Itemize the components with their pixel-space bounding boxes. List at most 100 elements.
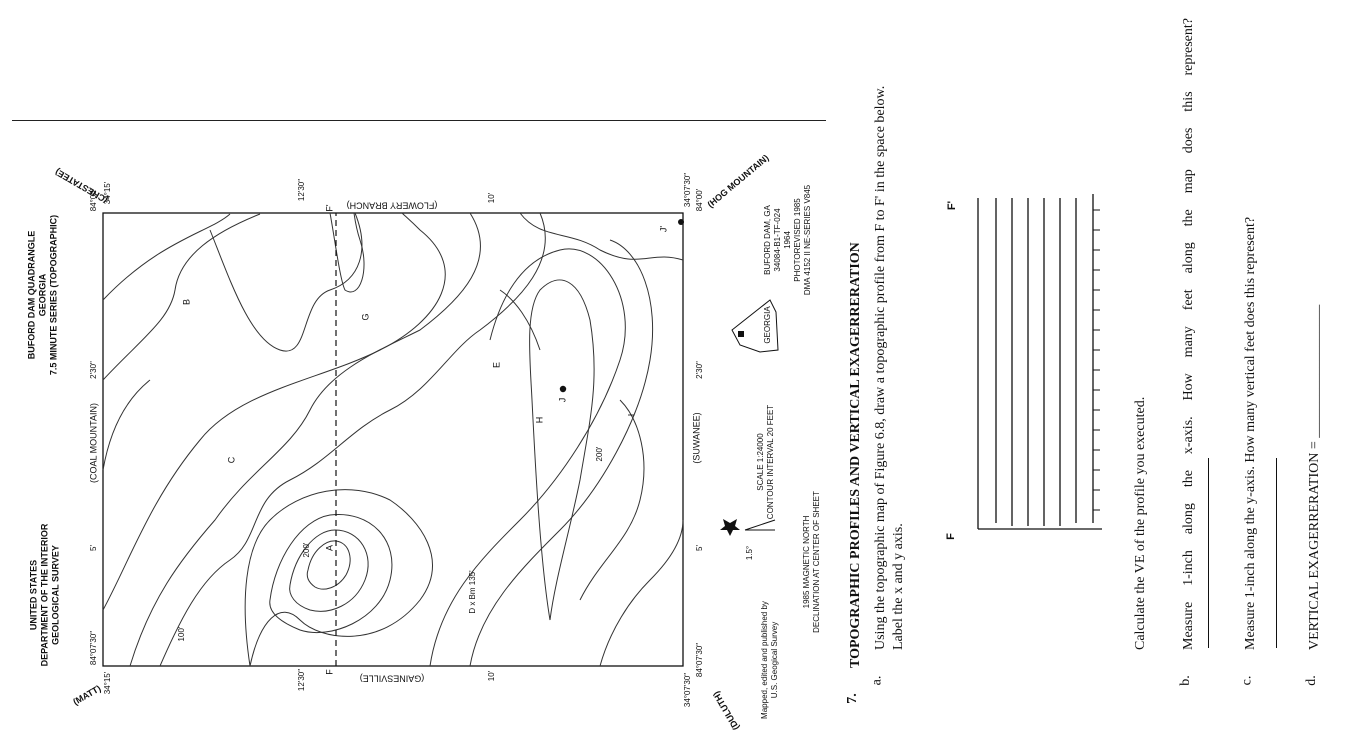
- top-rule: [12, 120, 826, 121]
- sheet-info-line5: DMA 4152 II NE-SERIES V845: [803, 184, 812, 296]
- sheet-info: BUFORD DAM, GA 34084-B1-TF-024 1964 PHOT…: [763, 185, 813, 295]
- scale-line1: SCALE 1:24000: [756, 433, 765, 491]
- contour-line: [102, 212, 446, 611]
- sheet-info-line3: 1964: [783, 231, 792, 249]
- profile-start-label: F: [944, 533, 957, 540]
- contour-line: [499, 289, 541, 351]
- profile-grid[interactable]: [960, 180, 1110, 550]
- sheet-info-line4: PHOTOREVISED 1985: [793, 198, 802, 282]
- coord-right-10: 10': [487, 192, 496, 204]
- contour-line: [469, 239, 654, 667]
- declination-angle: 1.5°: [745, 545, 754, 561]
- coord-top-5: 5': [89, 545, 98, 551]
- contour-line: [159, 212, 546, 667]
- neighbor-left: (GAINESVILLE): [359, 673, 425, 684]
- coord-tl-lon: 84°07'30": [89, 630, 98, 666]
- contour-line: [289, 529, 369, 612]
- agency-line3: GEOLOGICAL SURVEY: [50, 545, 61, 645]
- point-b-label: B: [181, 298, 192, 306]
- answer-b-line[interactable]: [1208, 458, 1209, 648]
- point-j-label: J: [557, 397, 568, 403]
- coord-br-lon: 84°00': [695, 188, 704, 212]
- contour-line: [599, 519, 684, 667]
- map-credit: Mapped, edited and published by U.S. Geo…: [760, 601, 780, 719]
- contour-line: [429, 248, 626, 667]
- declination-line1: 1985 MAGNETIC NORTH: [802, 515, 811, 609]
- contour-line: [519, 212, 684, 261]
- coord-tl-lat: 34°15': [103, 671, 112, 695]
- point-i-label: I: [626, 413, 637, 417]
- map-agency: UNITED STATES DEPARTMENT OF THE INTERIOR…: [29, 524, 62, 667]
- contour-line: [129, 212, 481, 667]
- neighbor-right: (FLOWERY BRANCH): [346, 200, 438, 211]
- point-h-label: H: [534, 416, 545, 424]
- profile-end-label: F': [946, 200, 959, 211]
- map-header: BUFORD DAM QUADRANGLE GEORGIA 7.5 MINUTE…: [27, 215, 60, 375]
- coord-bl-lat: 34°07'30": [683, 672, 692, 708]
- point-a-label: A: [324, 544, 335, 552]
- sheet-info-line2: 34084-B1-TF-024: [773, 208, 782, 272]
- question-a-label: a.: [869, 675, 885, 686]
- question-d-label: d.: [1303, 675, 1319, 686]
- coord-left-10: 10': [487, 670, 496, 682]
- contour-label-200-b: 200': [595, 446, 604, 462]
- point-jp-label: J': [658, 225, 669, 233]
- contour-line: [102, 213, 261, 381]
- declination-line2: DECLINATION AT CENTER OF SHEET: [812, 491, 821, 633]
- coord-tr-lon: 84°00': [89, 188, 98, 212]
- map-header-line1: BUFORD DAM QUADRANGLE: [26, 230, 37, 360]
- question-a-text-line2: Label the x and y axis.: [891, 523, 906, 650]
- contour-line: [209, 212, 363, 352]
- worksheet: 7. TOPOGRAPHIC PROFILES AND VERTICAL EXA…: [830, 0, 1356, 752]
- coord-bottom-5: 5': [695, 545, 704, 551]
- question-calc-text: Calculate the VE of the profile you exec…: [1133, 396, 1148, 650]
- map-border: [102, 212, 684, 667]
- question-b-text: Measure 1-inch along the x-axis. How man…: [1181, 18, 1196, 650]
- map-drawing: [102, 212, 779, 667]
- coord-left-1230: 12'30": [297, 668, 306, 692]
- neighbor-top: (COAL MOUNTAIN): [88, 403, 99, 483]
- map-header-line2: GEORGIA: [37, 273, 48, 317]
- contour-line: [529, 279, 595, 621]
- credit-line2: U.S. Geogical Survey: [770, 621, 779, 699]
- contour-label-200-a: 200': [302, 542, 311, 558]
- contour-line: [579, 399, 645, 601]
- map-header-line3: 7.5 MINUTE SERIES (TOPOGRAPHIC): [48, 214, 59, 376]
- worksheet-title: TOPOGRAPHIC PROFILES AND VERTICAL EXAGER…: [848, 242, 863, 668]
- topographic-map: BUFORD DAM QUADRANGLE GEORGIA 7.5 MINUTE…: [27, 153, 822, 732]
- georgia-state-outline: [731, 299, 779, 353]
- scale-line2: CONTOUR INTERVAL 20 FEET: [766, 404, 775, 520]
- agency-line2: DEPARTMENT OF THE INTERIOR: [39, 523, 50, 667]
- coord-bl-lon: 84°07'30": [695, 642, 704, 678]
- coord-top-230: 2'30": [89, 361, 98, 379]
- sheet-info-line1: BUFORD DAM, GA: [763, 205, 772, 275]
- contour-line: [269, 513, 393, 634]
- contour-line: [102, 213, 231, 301]
- coord-right-1230: 12'30": [297, 178, 306, 202]
- point-fp-label: F': [324, 204, 335, 212]
- contour-line: [306, 540, 351, 590]
- credit-line1: Mapped, edited and published by: [760, 601, 769, 719]
- agency-line1: UNITED STATES: [28, 559, 39, 631]
- question-number: 7.: [844, 693, 860, 704]
- contour-line: [244, 489, 433, 667]
- answer-c-line[interactable]: [1276, 458, 1277, 648]
- point-c-label: C: [226, 456, 237, 464]
- star-icon: [720, 519, 740, 536]
- contour-line: [329, 212, 365, 293]
- declination-arrow: [744, 519, 776, 531]
- question-c-text: Measure 1-inch along the y-axis. How man…: [1243, 216, 1258, 650]
- map-scale: SCALE 1:24000 CONTOUR INTERVAL 20 FEET: [756, 405, 776, 519]
- quadrangle-location-marker: [738, 331, 744, 337]
- coord-tr-lat: 34°15': [103, 181, 112, 205]
- question-c-label: c.: [1239, 675, 1255, 686]
- coord-br-lat: 34°07'30": [683, 172, 692, 208]
- neighbor-bottom: (SUWANEE): [691, 412, 702, 464]
- contour-label-100: 100': [177, 626, 186, 642]
- point-g-label: G: [360, 313, 371, 321]
- point-j-marker: [559, 385, 567, 393]
- point-f-label: F: [324, 669, 335, 675]
- declination-text: 1985 MAGNETIC NORTH DECLINATION AT CENTE…: [802, 491, 822, 633]
- benchmark-label: D x Bm 135': [468, 570, 477, 614]
- question-d-text[interactable]: VERTICAL EXAGERRERATION = ______________…: [1307, 304, 1322, 650]
